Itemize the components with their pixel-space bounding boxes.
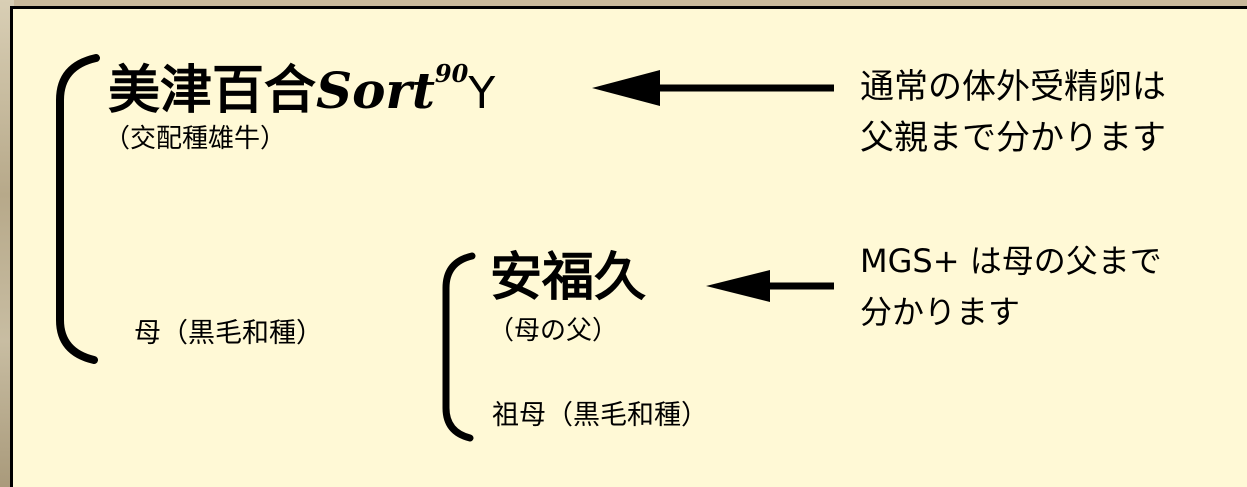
- outer-bracket: [56, 54, 100, 364]
- sire-name-end: Y: [468, 68, 496, 119]
- inner-bracket: [442, 252, 476, 442]
- mgs-note-line1: MGS+ は母の父まで: [860, 242, 1162, 280]
- granddam-label: 祖母（黒毛和種）: [492, 400, 708, 431]
- dam-label: 母（黒毛和種）: [134, 318, 323, 349]
- pedigree-panel: [10, 6, 1247, 487]
- maternal-grandsire-name: 安福久: [490, 248, 647, 308]
- left-arrow-icon: [592, 70, 834, 106]
- sire-name: 美津百合Sort90Y: [108, 59, 496, 120]
- sire-name-kanji: 美津百合: [108, 61, 317, 121]
- maternal-grandsire-role: （母の父）: [488, 316, 619, 346]
- conventional-note-line1: 通常の体外受精卵は: [860, 67, 1166, 107]
- sire-role: （交配種雄牛）: [104, 124, 287, 154]
- sire-name-suffix: Sort: [316, 61, 435, 120]
- conventional-note-line2: 父親まで分かります: [860, 118, 1166, 158]
- left-arrow-icon: [706, 270, 834, 302]
- mgs-note-line2: 分かります: [860, 293, 1021, 332]
- conventional-note: 通常の体外受精卵は 父親まで分かります: [860, 62, 1166, 164]
- sire-name-superscript: 90: [434, 59, 469, 88]
- mgs-note: MGS+ は母の父まで 分かります: [860, 236, 1162, 338]
